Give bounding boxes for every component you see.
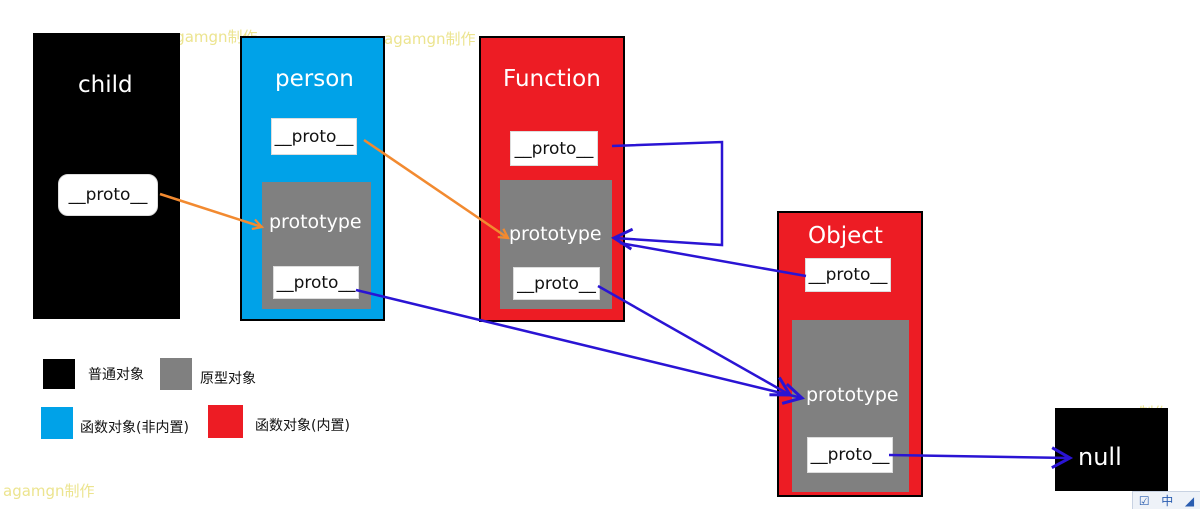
legend-swatch-prototype bbox=[160, 358, 192, 390]
child-title: child bbox=[78, 72, 133, 98]
corner-arrow-icon: ◢ bbox=[1184, 493, 1195, 508]
arrow-person-proto-to-function-prototype bbox=[363, 138, 508, 238]
null-node bbox=[1055, 408, 1168, 491]
arrow-child-proto-to-person-prototype bbox=[159, 192, 262, 227]
legend-label-function-builtin: 函数对象(内置) bbox=[255, 418, 350, 434]
person-proto-field: __proto__ bbox=[271, 118, 357, 155]
system-tray: ☑ 中 ◢ bbox=[1132, 491, 1200, 509]
arrow-object-proto-to-function-prototype bbox=[619, 241, 807, 278]
arrow-object-prototype-proto-to-null bbox=[888, 446, 1074, 470]
object-proto-field: __proto__ bbox=[805, 258, 891, 292]
legend-label-prototype: 原型对象 bbox=[200, 371, 256, 387]
person-prototype-label: prototype bbox=[269, 211, 362, 233]
function-proto-field: __proto__ bbox=[510, 131, 598, 166]
function-prototype-label: prototype bbox=[509, 223, 602, 245]
legend-label-ordinary: 普通对象 bbox=[88, 367, 144, 383]
legend-swatch-function-custom bbox=[41, 407, 73, 439]
function-title: Function bbox=[503, 66, 601, 92]
arrow-function-prototype-proto-to-object-prototype bbox=[597, 284, 793, 397]
legend-label-function-custom: 函数对象(非内置) bbox=[80, 420, 189, 436]
arrow-function-proto-loop-to-function-prototype bbox=[610, 140, 724, 251]
watermark-top-left: agamgn制作 bbox=[163, 26, 261, 47]
legend-swatch-ordinary bbox=[43, 359, 75, 389]
watermark-bottom-left: agamgn制作 bbox=[0, 480, 98, 501]
object-title: Object bbox=[808, 223, 883, 249]
arrow-person-prototype-proto-to-object-prototype bbox=[355, 288, 806, 405]
person-title: person bbox=[275, 66, 354, 92]
ime-indicator[interactable]: 中 bbox=[1161, 494, 1174, 508]
checkbox-icon[interactable]: ☑ bbox=[1138, 493, 1150, 508]
object-prototype-label: prototype bbox=[806, 384, 899, 406]
legend-swatch-function-builtin bbox=[208, 405, 243, 438]
person-prototype-proto-field: __proto__ bbox=[273, 266, 359, 299]
watermark-top-center: agamgn制作 bbox=[381, 28, 479, 49]
null-title: null bbox=[1078, 443, 1122, 471]
function-prototype-proto-field: __proto__ bbox=[513, 267, 600, 300]
child-proto-field: __proto__ bbox=[58, 174, 158, 216]
